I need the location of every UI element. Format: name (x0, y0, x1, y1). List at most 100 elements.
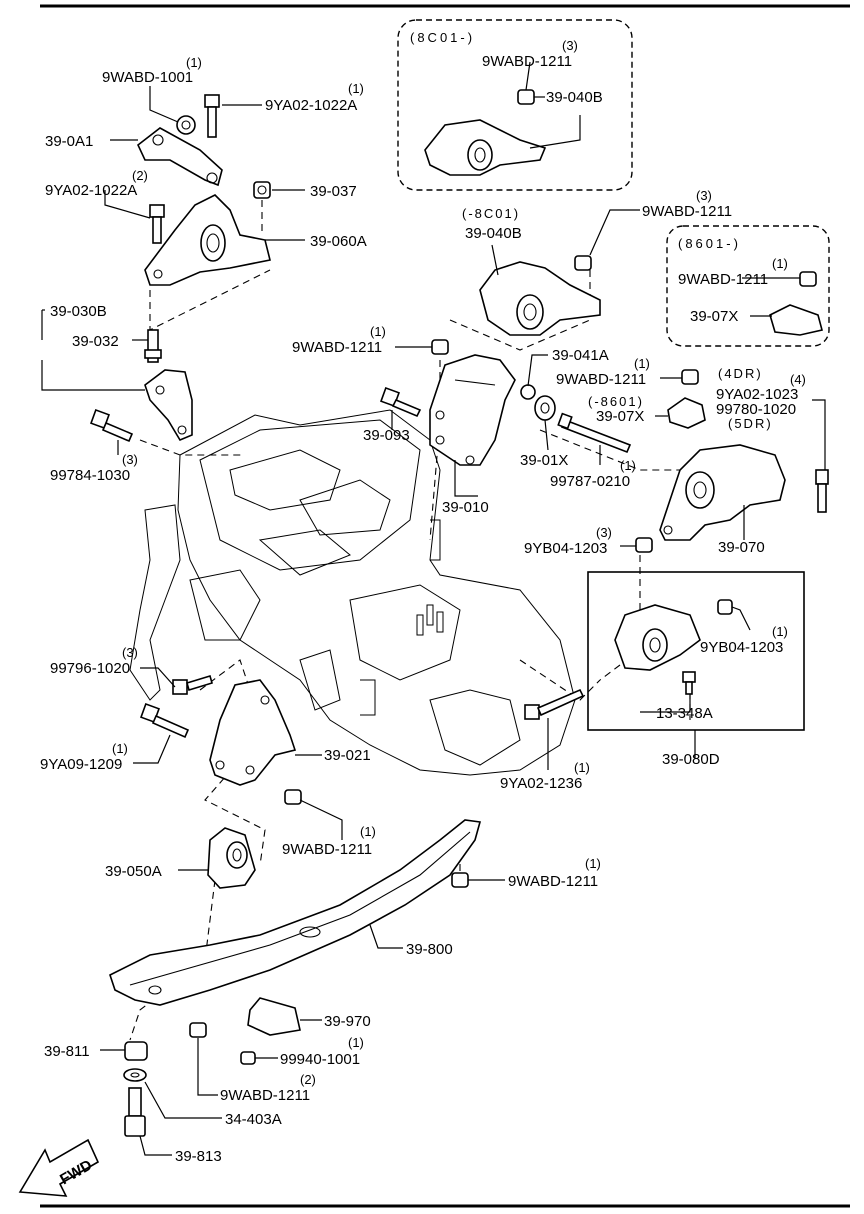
callout-part-number: 39-040B (546, 89, 603, 106)
bolt-39-093 (380, 387, 422, 418)
callout-qty: (3) (122, 645, 138, 660)
callout-part-number: 9WABD-1211 (678, 271, 768, 288)
callout-part-number: 39-060A (310, 233, 367, 250)
callout-qty: (3) (562, 38, 578, 53)
callout-part-number: 9WABD-1211 (292, 339, 382, 356)
callout-part-number: 9WABD-1211 (482, 53, 572, 70)
callout-part-number: 99787-0210 (550, 473, 630, 490)
part-39-07X-variant (769, 304, 823, 336)
callout-qty: (4) (790, 372, 806, 387)
nut-9WABD-1001 (176, 115, 196, 135)
part-39-811 (124, 1041, 148, 1061)
inset-box-39-080D (587, 571, 805, 731)
callout-qty: (1) (772, 624, 788, 639)
nut-9WABD-1211-upper (574, 255, 592, 271)
callout-labels: (8C01-) (-8C01) (8601-) (-8601) (4DR) (5… (40, 30, 806, 1165)
callout-part-number: 9YA02-1022A (45, 182, 137, 199)
variant-label: (8C01-) (410, 30, 475, 45)
callout-part-number: 13-348A (656, 705, 713, 722)
nut-9WABD-1211-lower (451, 872, 469, 888)
callout-qty: (3) (696, 188, 712, 203)
callout-part-number: 9YA02-1023 (716, 386, 798, 403)
callout-qty: (1) (360, 824, 376, 839)
nut-9WABD-1211-left (431, 339, 449, 355)
part-39-021 (209, 679, 297, 786)
callout-part-number: 99940-1001 (280, 1051, 360, 1068)
callout-qty: (1) (620, 458, 636, 473)
bolt-39-813 (124, 1087, 146, 1137)
callout-part-number: 39-010 (442, 499, 489, 516)
callout-part-number: 39-050A (105, 863, 162, 880)
nut-9WABD-1211-bottom (189, 1022, 207, 1038)
callout-part-number: 9WABD-1211 (508, 873, 598, 890)
part-39-0A1 (137, 127, 223, 187)
callout-qty: (1) (370, 324, 386, 339)
part-39-970 (247, 997, 301, 1036)
part-39-030B (144, 369, 193, 442)
callout-part-number: 9YA09-1209 (40, 756, 122, 773)
callout-part-number: 39-093 (363, 427, 410, 444)
callout-part-number: 39-813 (175, 1148, 222, 1165)
nut-9YB04-1203-upper (635, 537, 653, 553)
callout-part-number: 99780-1020 (716, 401, 796, 418)
part-39-050A (207, 827, 256, 889)
assembly-lines (129, 200, 700, 1041)
callout-qty: (1) (348, 1035, 364, 1050)
callout-qty: (2) (132, 168, 148, 183)
bushing-39-01X (534, 395, 556, 421)
callout-part-number: 39-970 (324, 1013, 371, 1030)
callout-qty: (1) (574, 760, 590, 775)
callout-part-number: 34-403A (225, 1111, 282, 1128)
bolt-99796-1020 (172, 674, 213, 695)
variant-label: (-8C01) (462, 206, 520, 221)
callout-part-number: 9YA02-1236 (500, 775, 582, 792)
variant-label: (5DR) (728, 416, 773, 431)
part-39-040B-variant (424, 119, 547, 176)
part-39-07X (667, 397, 706, 429)
callout-part-number: 39-021 (324, 747, 371, 764)
callout-qty: (1) (186, 55, 202, 70)
part-39-800 (109, 819, 482, 1006)
part-39-070 (659, 444, 786, 541)
nut-9WABD-1211-mid (284, 789, 302, 805)
callout-part-number: 9WABD-1211 (282, 841, 372, 858)
callout-part-number: 99784-1030 (50, 467, 130, 484)
callout-qty: (1) (772, 256, 788, 271)
washer-34-403A (123, 1068, 147, 1082)
fwd-arrow-icon: FWD (18, 1138, 100, 1197)
callout-part-number: 39-01X (520, 452, 568, 469)
nut-39-041A (520, 384, 536, 400)
variant-box-8c01 (397, 19, 633, 191)
callout-qty: (1) (634, 356, 650, 371)
bolt-9YA02-1022A-side (149, 204, 165, 244)
nut-39-037 (253, 181, 271, 199)
nut-9WABD-1211-right (681, 369, 699, 385)
callout-qty: (2) (300, 1072, 316, 1087)
nut-9WABD-1211-box2 (799, 271, 817, 287)
callout-part-number: 39-07X (690, 308, 738, 325)
bolt-9YA02-1236 (524, 688, 585, 720)
callout-part-number: 39-070 (718, 539, 765, 556)
variant-box-8601 (666, 225, 830, 347)
callout-part-number: 39-041A (552, 347, 609, 364)
callout-part-number: 39-030B (50, 303, 107, 320)
bolt-9YA02-1023 (815, 469, 829, 513)
callout-qty: (1) (112, 741, 128, 756)
callout-part-number: 9WABD-1211 (556, 371, 646, 388)
callout-part-number: 9YA02-1022A (265, 97, 357, 114)
callout-part-number: 39-0A1 (45, 133, 93, 150)
variant-label: (8601-) (678, 236, 741, 251)
callout-part-number: 39-032 (72, 333, 119, 350)
callout-part-number: 39-037 (310, 183, 357, 200)
engine-block-outline (129, 409, 576, 776)
callout-qty: (3) (122, 452, 138, 467)
callout-part-number: 39-07X (596, 408, 644, 425)
callout-qty: (1) (585, 856, 601, 871)
bolt-99787-0210 (557, 412, 632, 454)
part-39-040B (479, 261, 601, 336)
part-39-010 (429, 354, 516, 466)
callout-part-number: 9WABD-1211 (642, 203, 732, 220)
callout-qty: (1) (348, 81, 364, 96)
callout-part-number: 39-040B (465, 225, 522, 242)
